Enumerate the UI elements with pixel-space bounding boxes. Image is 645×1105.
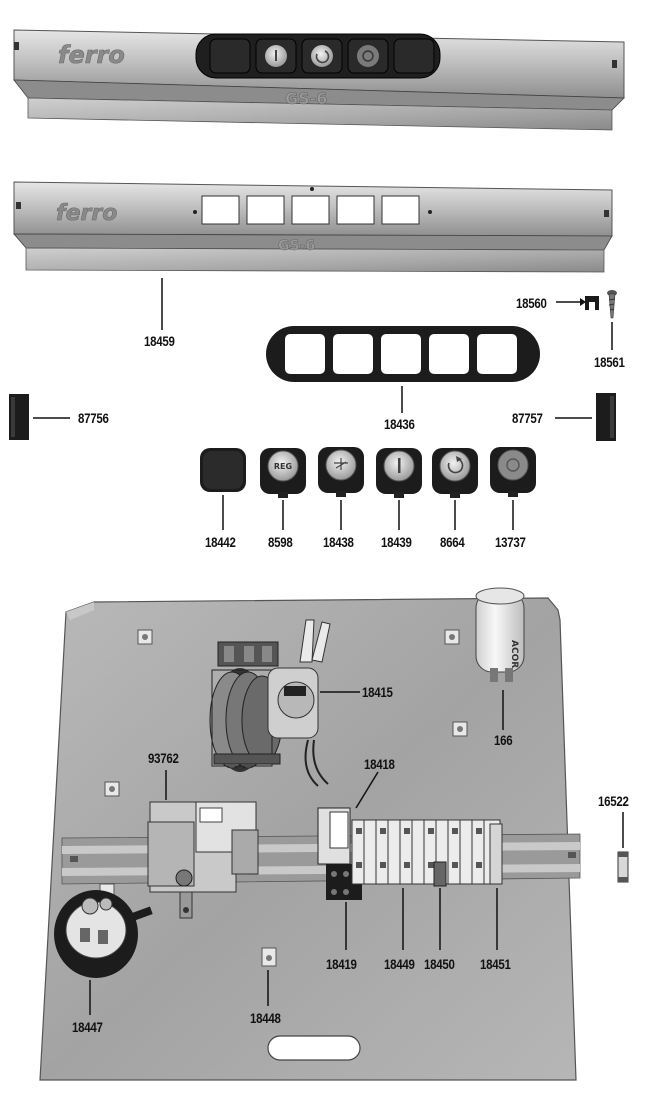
capacitor-brand: ACOR	[509, 640, 519, 668]
part-number-13737: 13737	[495, 534, 526, 550]
brand-logo: ferro	[58, 41, 125, 69]
control-panel-assembled: ferro GS-6	[13, 29, 625, 131]
info-icon	[376, 448, 422, 498]
part-number-18450: 18450	[424, 956, 455, 972]
panel-clip	[585, 296, 599, 310]
prewash-icon	[318, 447, 364, 497]
capacitor: ACOR	[475, 587, 525, 682]
part-number-18448: 18448	[250, 1010, 281, 1026]
part-number-18560: 18560	[516, 295, 547, 311]
part-number-18415: 18415	[362, 684, 393, 700]
reg-button-icon: REG	[260, 448, 306, 498]
part-number-8664: 8664	[440, 534, 465, 550]
terminal-block-row	[351, 819, 503, 887]
part-number-18449: 18449	[384, 956, 415, 972]
part-number-87756: 87756	[78, 410, 109, 426]
part-number-18442: 18442	[205, 534, 236, 550]
power-icon	[490, 447, 536, 497]
fuse	[617, 851, 629, 883]
part-number-166: 166	[494, 732, 513, 748]
model-label: GS-6	[285, 89, 327, 108]
part-number-18419: 18419	[326, 956, 357, 972]
end-cap-left	[9, 394, 29, 440]
control-panel-bare: ferro GS-6	[13, 181, 613, 273]
cycle-icon	[432, 448, 478, 498]
keypad-gasket-part	[266, 326, 540, 382]
part-number-18438: 18438	[323, 534, 354, 550]
brand-logo: ferro	[56, 201, 117, 226]
timer-motor	[209, 619, 331, 787]
model-label: GS-6	[278, 238, 315, 254]
blank-cap-icon	[200, 448, 246, 492]
part-number-18439: 18439	[381, 534, 412, 550]
part-number-18451: 18451	[480, 956, 511, 972]
keypad-blank-right	[393, 38, 435, 74]
handle-slot	[267, 1035, 361, 1061]
relay	[317, 807, 362, 900]
end-cap-right	[596, 393, 616, 441]
button-cutout	[201, 195, 240, 225]
cycle-icon	[311, 45, 333, 67]
part-number-18447: 18447	[72, 1019, 103, 1035]
part-number-18561: 18561	[594, 354, 625, 370]
pressure-switch	[54, 890, 153, 978]
part-number-18418: 18418	[364, 756, 395, 772]
part-number-16522: 16522	[598, 793, 629, 809]
panel-screw	[607, 290, 617, 319]
part-number-87757: 87757	[512, 410, 543, 426]
part-number-93762: 93762	[148, 750, 179, 766]
program-timer	[147, 801, 259, 919]
power-icon	[357, 45, 379, 67]
part-number-8598: 8598	[268, 534, 293, 550]
part-number-18459: 18459	[144, 333, 175, 349]
reg-label: REG	[274, 462, 292, 471]
keypad-blank-left	[209, 38, 251, 74]
part-number-18436: 18436	[384, 416, 415, 432]
